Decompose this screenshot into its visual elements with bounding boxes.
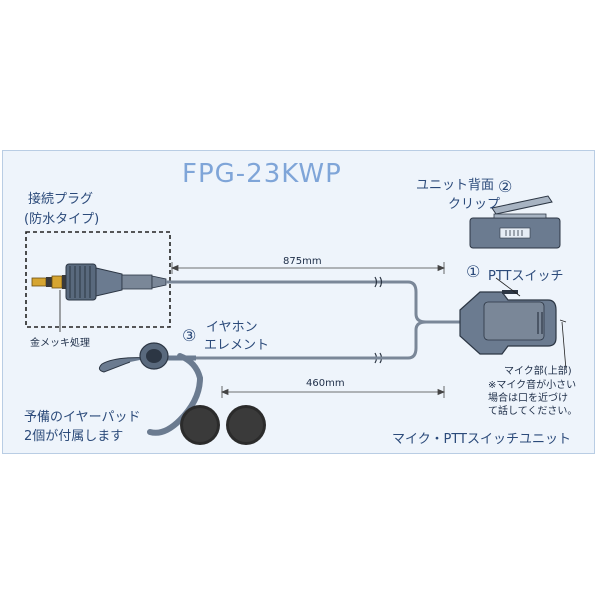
plug-label-line1: 接続プラグ — [28, 192, 94, 207]
mic-top-label: マイク部(上部) — [504, 366, 572, 377]
spare-pads-line1: 予備のイヤーパッド — [24, 410, 141, 425]
mic-ptt-unit — [459, 290, 557, 355]
plug-highlight-box — [25, 231, 171, 328]
ptt-switch-area — [483, 301, 545, 341]
earphone-label-line1: イヤホン — [206, 320, 258, 335]
gold-plating-label: 金メッキ処理 — [30, 338, 90, 349]
clip-back-view — [469, 195, 561, 249]
earphone-element — [98, 342, 204, 436]
mic-note-line2: 場合は口を近づけ — [488, 393, 568, 404]
earphone-cable — [196, 320, 427, 360]
spare-pads-line2: 2個が付属します — [24, 429, 124, 444]
cable-length-460: 460mm — [306, 378, 345, 389]
earphone-number: ③ — [182, 326, 197, 345]
ptt-switch-label: PTTスイッチ — [488, 269, 564, 284]
mic-grille — [537, 312, 543, 334]
clip-number: ② — [498, 177, 513, 196]
spare-ear-pads — [180, 405, 266, 445]
plug-connector — [31, 263, 167, 301]
leader-lines — [59, 277, 567, 371]
plug-label-line2: (防水タイプ) — [24, 212, 100, 227]
clip-label-line2: クリップ — [448, 197, 501, 212]
product-title: FPG-23KWP — [182, 159, 342, 189]
unit-name-label: マイク・PTTスイッチユニット — [392, 432, 571, 447]
mic-note-line1: ※マイク音が小さい — [488, 380, 577, 391]
mic-note-line3: て話してください。 — [488, 406, 578, 417]
dimension-460 — [220, 386, 446, 398]
clip-label-line1: ユニット背面 — [416, 178, 495, 193]
ptt-number: ① — [466, 262, 481, 281]
dimension-875 — [170, 262, 446, 274]
cable-break-marks — [374, 276, 383, 364]
cable-length-875: 875mm — [283, 256, 322, 267]
earphone-label-line2: エレメント — [204, 338, 270, 353]
